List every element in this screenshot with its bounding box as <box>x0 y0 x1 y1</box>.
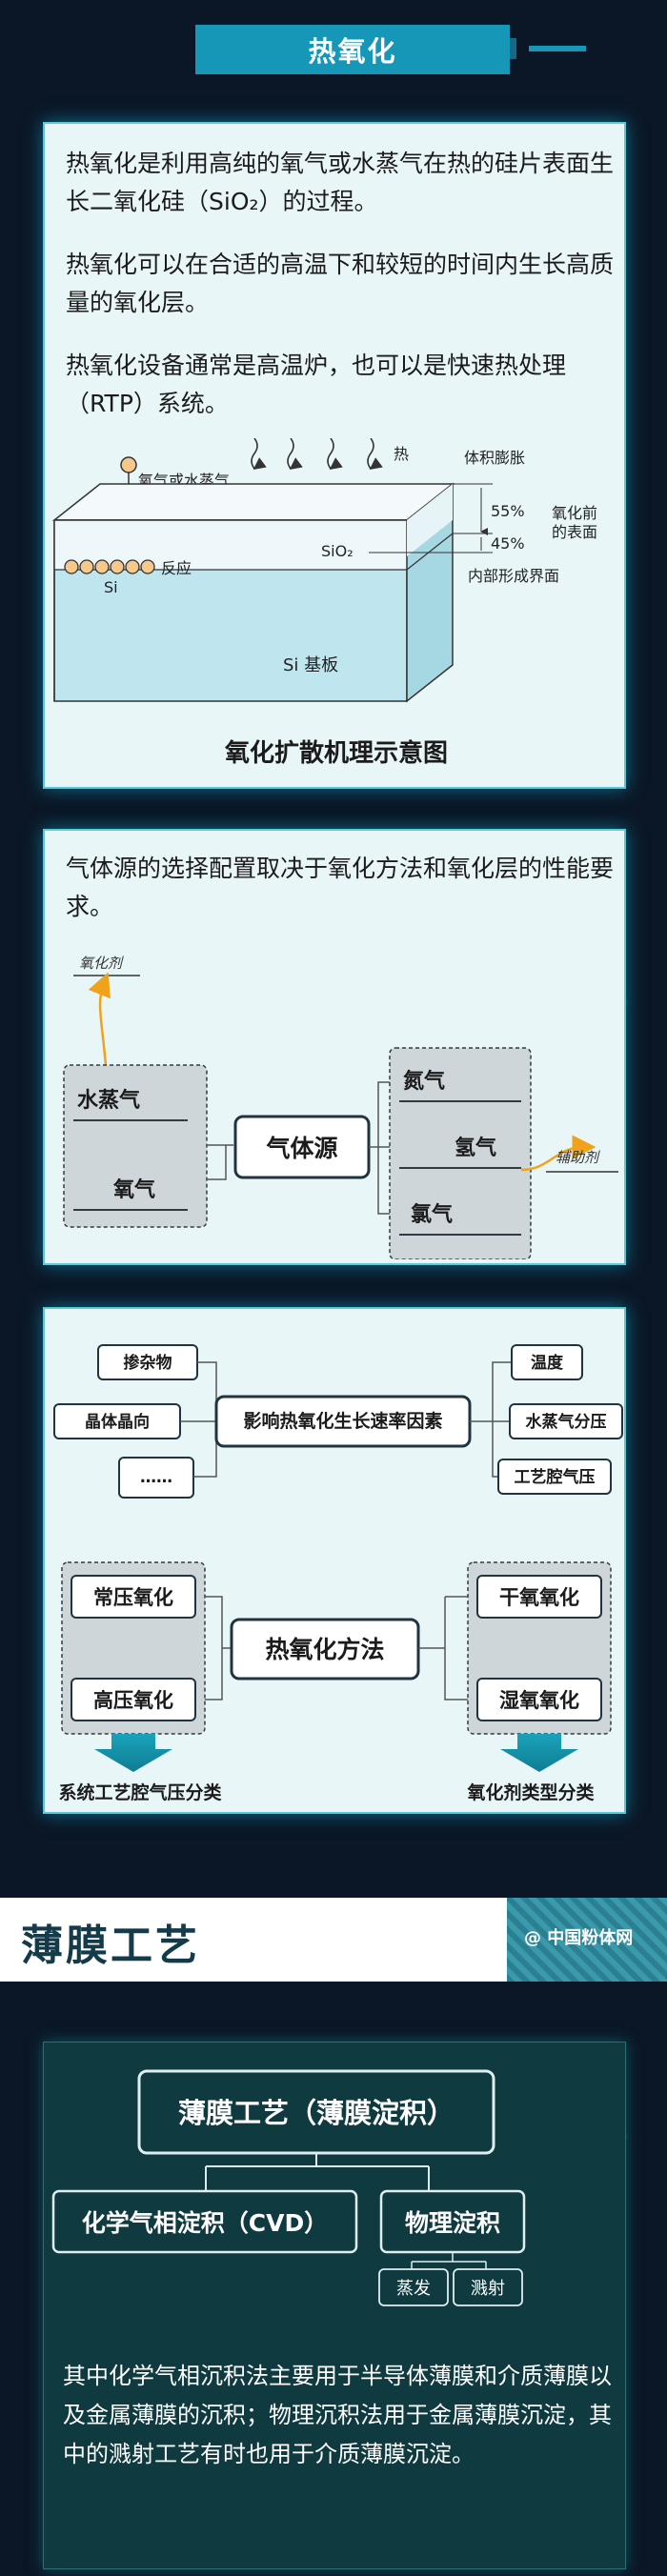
high-pressure-label: 高压氧化 <box>93 1689 173 1712</box>
oxygen-left-label: 氧气 <box>112 1177 155 1202</box>
high-pressure-box <box>71 1678 196 1721</box>
factor-chamber-pressure-box: 工艺腔气压 <box>497 1459 612 1495</box>
wet-oxidation-label: 湿氧氧化 <box>499 1689 579 1712</box>
intro-paragraph-2: 热氧化可以在合适的高温下和较短的时间内生长高质量的氧化层。 <box>66 251 615 316</box>
svg-text:水蒸气分压: 水蒸气分压 <box>526 1412 607 1432</box>
down-arrow-icon <box>500 1734 578 1772</box>
silicon-atoms-icon <box>64 559 155 574</box>
svg-text:……: …… <box>140 1468 172 1487</box>
factor-dopant-box: 掺杂物 <box>97 1344 198 1380</box>
sio2-label: SiO₂ <box>321 542 354 560</box>
thin-film-panel: 薄膜工艺（薄膜淀积） 化学气相淀积（CVD） 物理淀积 蒸发 溅射 其中化学气相… <box>43 2042 626 2569</box>
factor-ellipsis-box: …… <box>118 1457 194 1499</box>
normal-pressure-label: 常压氧化 <box>93 1586 173 1609</box>
hydrogen-label: 氢气 <box>455 1136 496 1160</box>
oxidant-arrow-icon <box>88 972 111 1066</box>
right-category-label: 氧化剂类型分类 <box>467 1781 594 1803</box>
svg-text:温度: 温度 <box>531 1353 564 1373</box>
evaporation-box <box>378 2268 449 2306</box>
oxidation-factors-panel: 掺杂物 晶体晶向 …… 影响热氧化生长速率因素 温度 水蒸气分压 工艺腔气压 <box>43 1307 626 1814</box>
sputtering-label: 溅射 <box>471 2279 505 2299</box>
volume-expansion-label: 体积膨胀 <box>464 449 525 467</box>
thin-film-paragraph: 其中化学气相沉积法主要用于半导体薄膜和介质薄膜以及金属薄膜的沉积；物理沉积法用于… <box>63 2363 612 2467</box>
gas-source-label: 气体源 <box>265 1135 337 1162</box>
left-category-label: 系统工艺腔气压分类 <box>58 1781 221 1803</box>
pct-45-label: 45% <box>491 534 525 553</box>
factor-temperature-box: 温度 <box>511 1344 583 1380</box>
cvd-label: 化学气相淀积（CVD） <box>82 2209 328 2237</box>
si-label: Si <box>104 578 118 596</box>
diagram-caption: 氧化扩散机理示意图 <box>224 739 448 768</box>
svg-text:掺杂物: 掺杂物 <box>124 1353 172 1373</box>
cvd-box <box>51 2189 358 2254</box>
normal-pressure-box <box>71 1575 196 1619</box>
nitrogen-label: 氮气 <box>403 1069 445 1094</box>
pvd-label: 物理淀积 <box>405 2209 500 2237</box>
wet-oxidation-box <box>476 1678 602 1721</box>
gas-source-panel: 气体源的选择配置取决于氧化方法和氧化层的性能要求。 氧化剂 水蒸气 氧气 气体源… <box>43 829 626 1265</box>
title-decoration <box>529 46 586 51</box>
dry-oxidation-label: 干氧氧化 <box>499 1586 579 1609</box>
down-arrow-icon <box>94 1734 172 1772</box>
surface-before-label-1: 氧化前 <box>552 504 597 522</box>
factor-steam-pressure-box: 水蒸气分压 <box>509 1403 623 1439</box>
brand-logo: @ 中国粉体网 <box>524 1928 634 1948</box>
main-process-label: 薄膜工艺（薄膜淀积） <box>178 2097 455 2129</box>
pct-55-label: 55% <box>491 502 525 520</box>
auxiliary-label: 辅助剂 <box>556 1149 600 1166</box>
thin-film-title: 薄膜工艺 <box>21 1922 200 1970</box>
factor-crystal-box: 晶体晶向 <box>53 1403 181 1439</box>
auxiliary-arrow-icon <box>520 1135 596 1172</box>
svg-text:晶体晶向: 晶体晶向 <box>85 1412 150 1432</box>
header-decoration <box>507 1898 667 1982</box>
oxygen-molecule-icon <box>120 456 137 473</box>
oxidation-factors-diagram: 掺杂物 晶体晶向 …… 影响热氧化生长速率因素 温度 水蒸气分压 工艺腔气压 <box>53 1344 623 1803</box>
dry-oxidation-box <box>476 1575 602 1619</box>
steam-label: 水蒸气 <box>77 1088 140 1113</box>
surface-before-label-2: 的表面 <box>552 523 597 541</box>
evaporation-label: 蒸发 <box>396 2279 431 2299</box>
method-title-box <box>230 1618 420 1680</box>
gas-source-diagram: 氧化剂 水蒸气 氧气 气体源 氮气 氢气 氯气 辅助剂 <box>63 955 618 1259</box>
svg-text:工艺腔气压: 工艺腔气压 <box>515 1467 596 1487</box>
intro-paragraph-1: 热氧化是利用高纯的氧气或水蒸气在热的硅片表面生长二氧化硅（SiO₂）的过程。 <box>66 150 615 215</box>
chlorine-label: 氯气 <box>411 1202 453 1227</box>
heat-waves-icon <box>251 438 383 470</box>
gas-source-paragraph: 气体源的选择配置取决于氧化方法和氧化层的性能要求。 <box>66 855 615 920</box>
section-title: 热氧化 <box>195 25 510 74</box>
factors-title: 影响热氧化生长速率因素 <box>243 1410 442 1432</box>
thin-film-diagram: 薄膜工艺（薄膜淀积） 化学气相淀积（CVD） 物理淀积 蒸发 溅射 <box>51 2069 526 2306</box>
thermal-oxidation-panel: 热氧化是利用高纯的氧气或水蒸气在热的硅片表面生长二氧化硅（SiO₂）的过程。 热… <box>43 122 626 789</box>
interface-label: 内部形成界面 <box>468 567 559 585</box>
oxidation-diffusion-diagram: 热 氧气或水蒸气 扩散 Si 反应 SiO₂ Si 基板 体积膨胀 55% <box>51 438 597 703</box>
oxidant-label: 氧化剂 <box>79 955 124 972</box>
substrate-label: Si 基板 <box>283 655 338 675</box>
method-title: 热氧化方法 <box>265 1636 384 1663</box>
sputtering-box <box>453 2268 523 2306</box>
reaction-label: 反应 <box>161 559 192 577</box>
heat-label: 热 <box>394 445 409 463</box>
intro-paragraph-3: 热氧化设备通常是高温炉，也可以是快速热处理（RTP）系统。 <box>66 352 567 417</box>
